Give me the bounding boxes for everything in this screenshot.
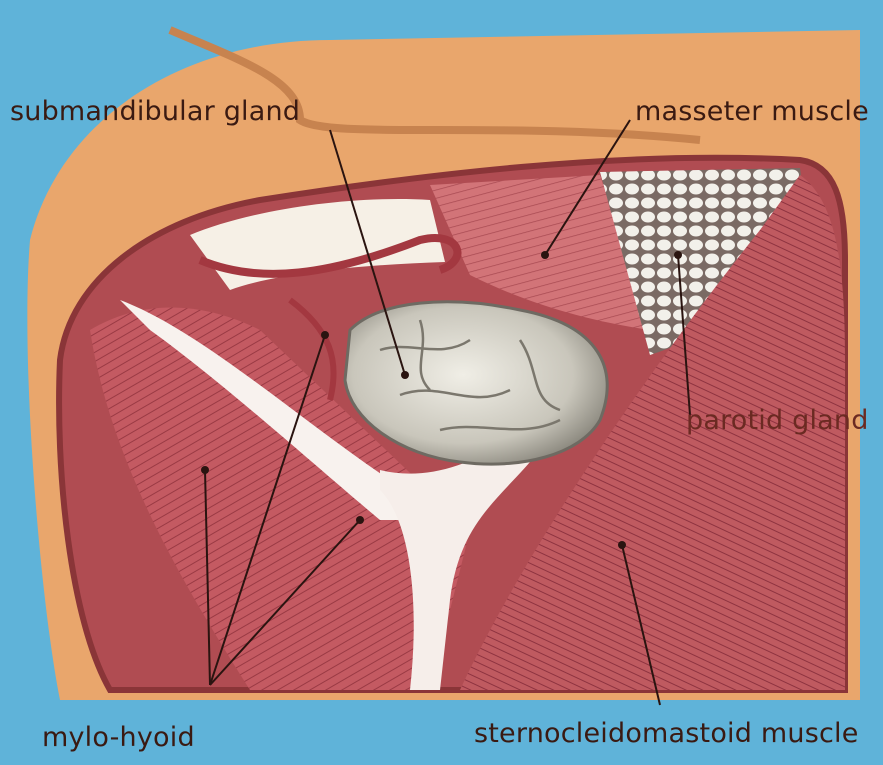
label-parotid-gland: parotid gland (686, 405, 869, 436)
label-sternocleidomastoid-muscle: sternocleidomastoid muscle (474, 718, 859, 749)
label-mylo-hyoid: mylo-hyoid (42, 722, 195, 753)
label-masseter-muscle: masseter muscle (635, 96, 869, 127)
label-submandibular-gland: submandibular gland (10, 96, 300, 127)
